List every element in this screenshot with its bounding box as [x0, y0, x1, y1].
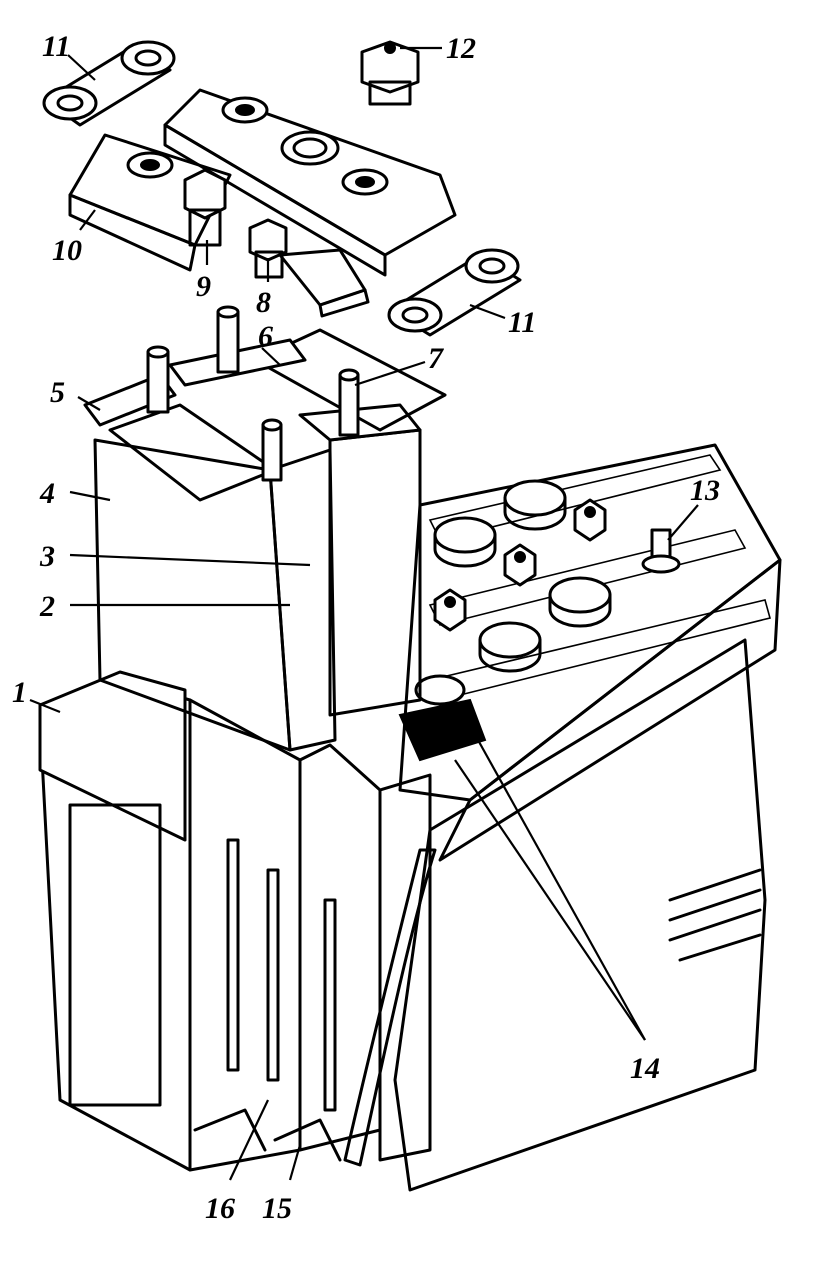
leader-3	[69, 553, 311, 567]
leader-6	[261, 347, 281, 366]
case-bottom-prisms	[193, 1108, 342, 1162]
callout-10: 10	[52, 234, 82, 267]
pole-post	[261, 418, 283, 482]
callout-13: 13	[690, 474, 720, 507]
leader-11-top	[67, 54, 96, 81]
case-panel-lines	[668, 868, 762, 962]
cell-connector	[343, 848, 437, 1167]
vent-cap	[478, 621, 542, 673]
cell-connector-11-top	[42, 40, 176, 127]
battery-case	[38, 443, 782, 1192]
plate-block	[83, 305, 447, 752]
pole-post	[338, 368, 360, 437]
callout-5: 5	[50, 376, 65, 409]
case-left-top	[38, 670, 187, 842]
vent-plug-12	[360, 40, 420, 106]
terminal-post	[641, 528, 681, 574]
vent-plug-9	[183, 168, 227, 247]
callout-12: 12	[446, 32, 476, 65]
callout-4: 4	[39, 477, 55, 510]
pole-post	[216, 305, 240, 374]
back-plate-top	[298, 403, 422, 442]
plate-top-mesh	[108, 403, 277, 502]
leader-10	[79, 209, 96, 231]
slot	[266, 868, 280, 1082]
slot	[226, 838, 240, 1072]
lid-fittings	[433, 479, 681, 673]
callout-8: 8	[256, 286, 271, 319]
leader-lines	[29, 46, 699, 1181]
cover-bridge	[278, 248, 370, 318]
leader-4	[69, 490, 111, 502]
callout-2: 2	[39, 590, 55, 623]
terminal-nut	[503, 543, 537, 587]
callout-15: 15	[262, 1192, 292, 1225]
callout-6: 6	[258, 320, 273, 353]
vent-cap	[548, 576, 612, 628]
leader-14b	[477, 739, 646, 1041]
leader-15	[288, 1144, 302, 1181]
leader-1	[29, 698, 61, 714]
vent-plug-8	[248, 218, 288, 279]
callout-11-bottom: 11	[508, 306, 536, 339]
vent-cap	[503, 479, 567, 531]
vent-cap	[433, 516, 497, 568]
callout-16: 16	[205, 1192, 235, 1225]
leader-16	[229, 1099, 269, 1181]
back-plate-stack	[328, 428, 422, 717]
callout-7: 7	[428, 342, 444, 375]
callout-3: 3	[39, 540, 55, 573]
terminal-nut	[433, 588, 467, 632]
cell-partition-face	[298, 743, 382, 1152]
leader-7	[354, 360, 426, 387]
cell-cover-center	[163, 88, 457, 277]
callout-14: 14	[630, 1052, 660, 1085]
callout-numbers: 1 2 3 4 5 6 7 8 9 10 11 11 12 13 14 15 1…	[12, 30, 720, 1225]
cell-partition-edge	[378, 773, 432, 1162]
plate-pack-edges	[268, 448, 337, 752]
leader-13	[667, 504, 699, 541]
pole-post	[146, 345, 170, 414]
case-front-face	[393, 638, 767, 1192]
callout-11-top: 11	[42, 30, 70, 63]
case-lid-rim	[438, 558, 782, 862]
leader-11-bottom	[469, 303, 506, 320]
terminal-nut	[573, 498, 607, 542]
leader-14a	[454, 759, 646, 1041]
case-left-rib-block	[68, 803, 162, 1107]
cell-partition	[188, 698, 302, 1172]
leader-5	[77, 396, 101, 411]
separator-mesh	[253, 328, 447, 432]
callout-9: 9	[196, 270, 211, 303]
cell-connector-11-bottom	[387, 248, 522, 337]
slot	[323, 898, 337, 1112]
terminal-boss	[414, 674, 466, 706]
callout-1: 1	[12, 676, 27, 709]
